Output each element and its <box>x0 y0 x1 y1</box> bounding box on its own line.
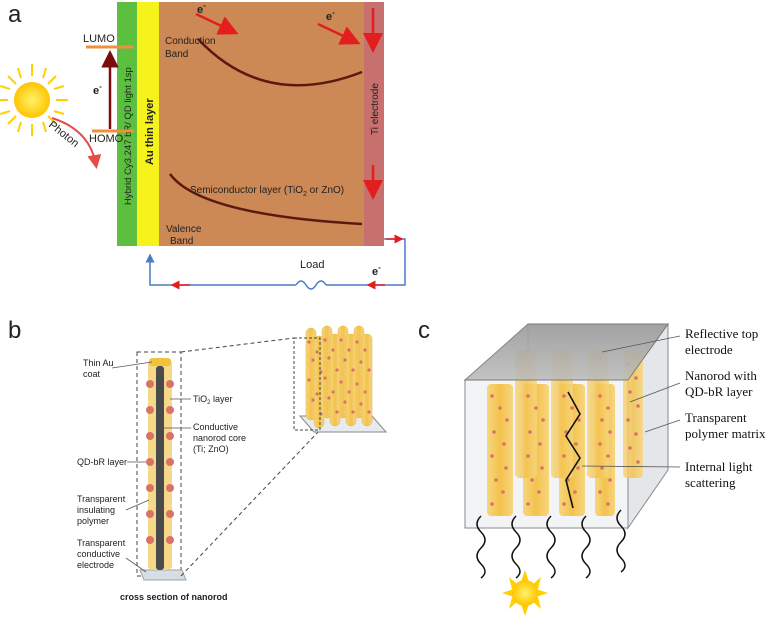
trans-ins-label-2: insulating <box>77 505 115 515</box>
reflective-top-electrode <box>463 323 669 381</box>
nanorod-label-1: Nanorod with <box>685 368 757 383</box>
zoom-line-top <box>180 337 295 353</box>
au-layer-label: Au thin layer <box>144 98 156 165</box>
incoming-light-waves <box>476 509 626 579</box>
trans-cond-label-2: conductive <box>77 549 120 559</box>
trans-cond-label-3: electrode <box>77 560 114 570</box>
valence-band-label-2: Band <box>170 236 193 247</box>
trans-ins-leader <box>125 499 150 511</box>
matrix-label-1: Transparent <box>685 410 747 425</box>
reflective-leader <box>601 335 681 353</box>
qd-br-dots <box>146 380 174 544</box>
reflective-label-2: electrode <box>685 342 733 357</box>
nanorod-label-2: QD-bR layer <box>685 384 753 399</box>
conduction-band-label-2: Band <box>165 49 188 60</box>
hybrid-layer-label: Hybrid Cy3.247 bR/ QD light 1sp <box>123 67 134 205</box>
matrix-leader <box>644 419 681 433</box>
semiconductor-label: Semiconductor layer (TiO2 or ZnO) <box>190 185 344 198</box>
load-label: Load <box>300 259 324 271</box>
cross-section-core <box>156 366 164 570</box>
cross-section-substrate <box>139 569 187 581</box>
conduction-band-label-1: Conduction <box>165 36 216 47</box>
scatter-label-1: Internal light <box>685 459 753 474</box>
hybrid-layer <box>117 2 137 246</box>
trans-ins-label-1: Transparent <box>77 494 126 504</box>
thin-au-label-2: coat <box>83 369 101 379</box>
scatter-leader <box>581 465 681 468</box>
electron-arrow-2 <box>317 22 361 45</box>
conduction-band-curve <box>197 38 363 87</box>
panel-a: a Hybrid Cy3.247 bR/ QD light 1sp Au thi… <box>0 1 406 290</box>
scatter-label-2: scattering <box>685 475 736 490</box>
excitation-electron-label: e- <box>93 82 102 97</box>
matrix-rod-dots <box>490 362 640 506</box>
conductive-label-3: (Ti; ZnO) <box>193 444 229 454</box>
load-resistor <box>295 280 327 290</box>
matrix-nanorods <box>487 350 643 516</box>
homo-label: HOMO <box>89 133 124 145</box>
semiconductor-layer <box>159 2 364 246</box>
photon-arrow <box>51 117 102 169</box>
valence-band-label-1: Valence <box>166 224 202 235</box>
lumo-label: LUMO <box>83 33 115 45</box>
light-scattering-path <box>565 391 581 509</box>
cross-section-caption: cross section of nanorod <box>120 592 228 602</box>
panel-b: b <box>8 317 388 602</box>
au-thin-layer <box>137 2 159 246</box>
electron-arrow-1 <box>195 12 239 35</box>
conductive-label-1: Conductive <box>193 422 238 432</box>
valence-band-curve-main <box>168 173 363 226</box>
panel-c-letter: c <box>418 317 430 344</box>
trans-ins-label-3: polymer <box>77 516 109 526</box>
panel-c: c <box>418 317 766 616</box>
cross-section-au-coat <box>149 358 171 366</box>
ti-electrode-label: Ti electrode <box>370 83 381 135</box>
electron-label-2: e- <box>326 8 335 23</box>
trans-cond-leader <box>125 557 147 573</box>
matrix-label-2: polymer matrix <box>685 426 766 441</box>
reflective-label-1: Reflective top <box>685 326 758 341</box>
sun-icon-bottom <box>502 570 548 616</box>
zoom-line-bottom <box>180 429 321 577</box>
nanorod-array <box>293 325 388 433</box>
sun-icon <box>0 64 68 136</box>
electron-label-1: e- <box>197 1 206 16</box>
panel-a-letter: a <box>8 1 22 28</box>
panel-b-letter: b <box>8 317 21 344</box>
thin-au-label-1: Thin Au <box>83 358 114 368</box>
circuit-electron-label: e- <box>372 263 381 278</box>
circuit-wire-left <box>145 253 296 286</box>
trans-cond-label-1: Transparent <box>77 538 126 548</box>
conductive-label-2: nanorod core <box>193 433 246 443</box>
qdbr-label: QD-bR layer <box>77 457 127 467</box>
nanorod-leader <box>629 382 681 403</box>
thin-au-leader <box>111 361 153 369</box>
tio2-label: TiO2 layer <box>193 394 233 406</box>
